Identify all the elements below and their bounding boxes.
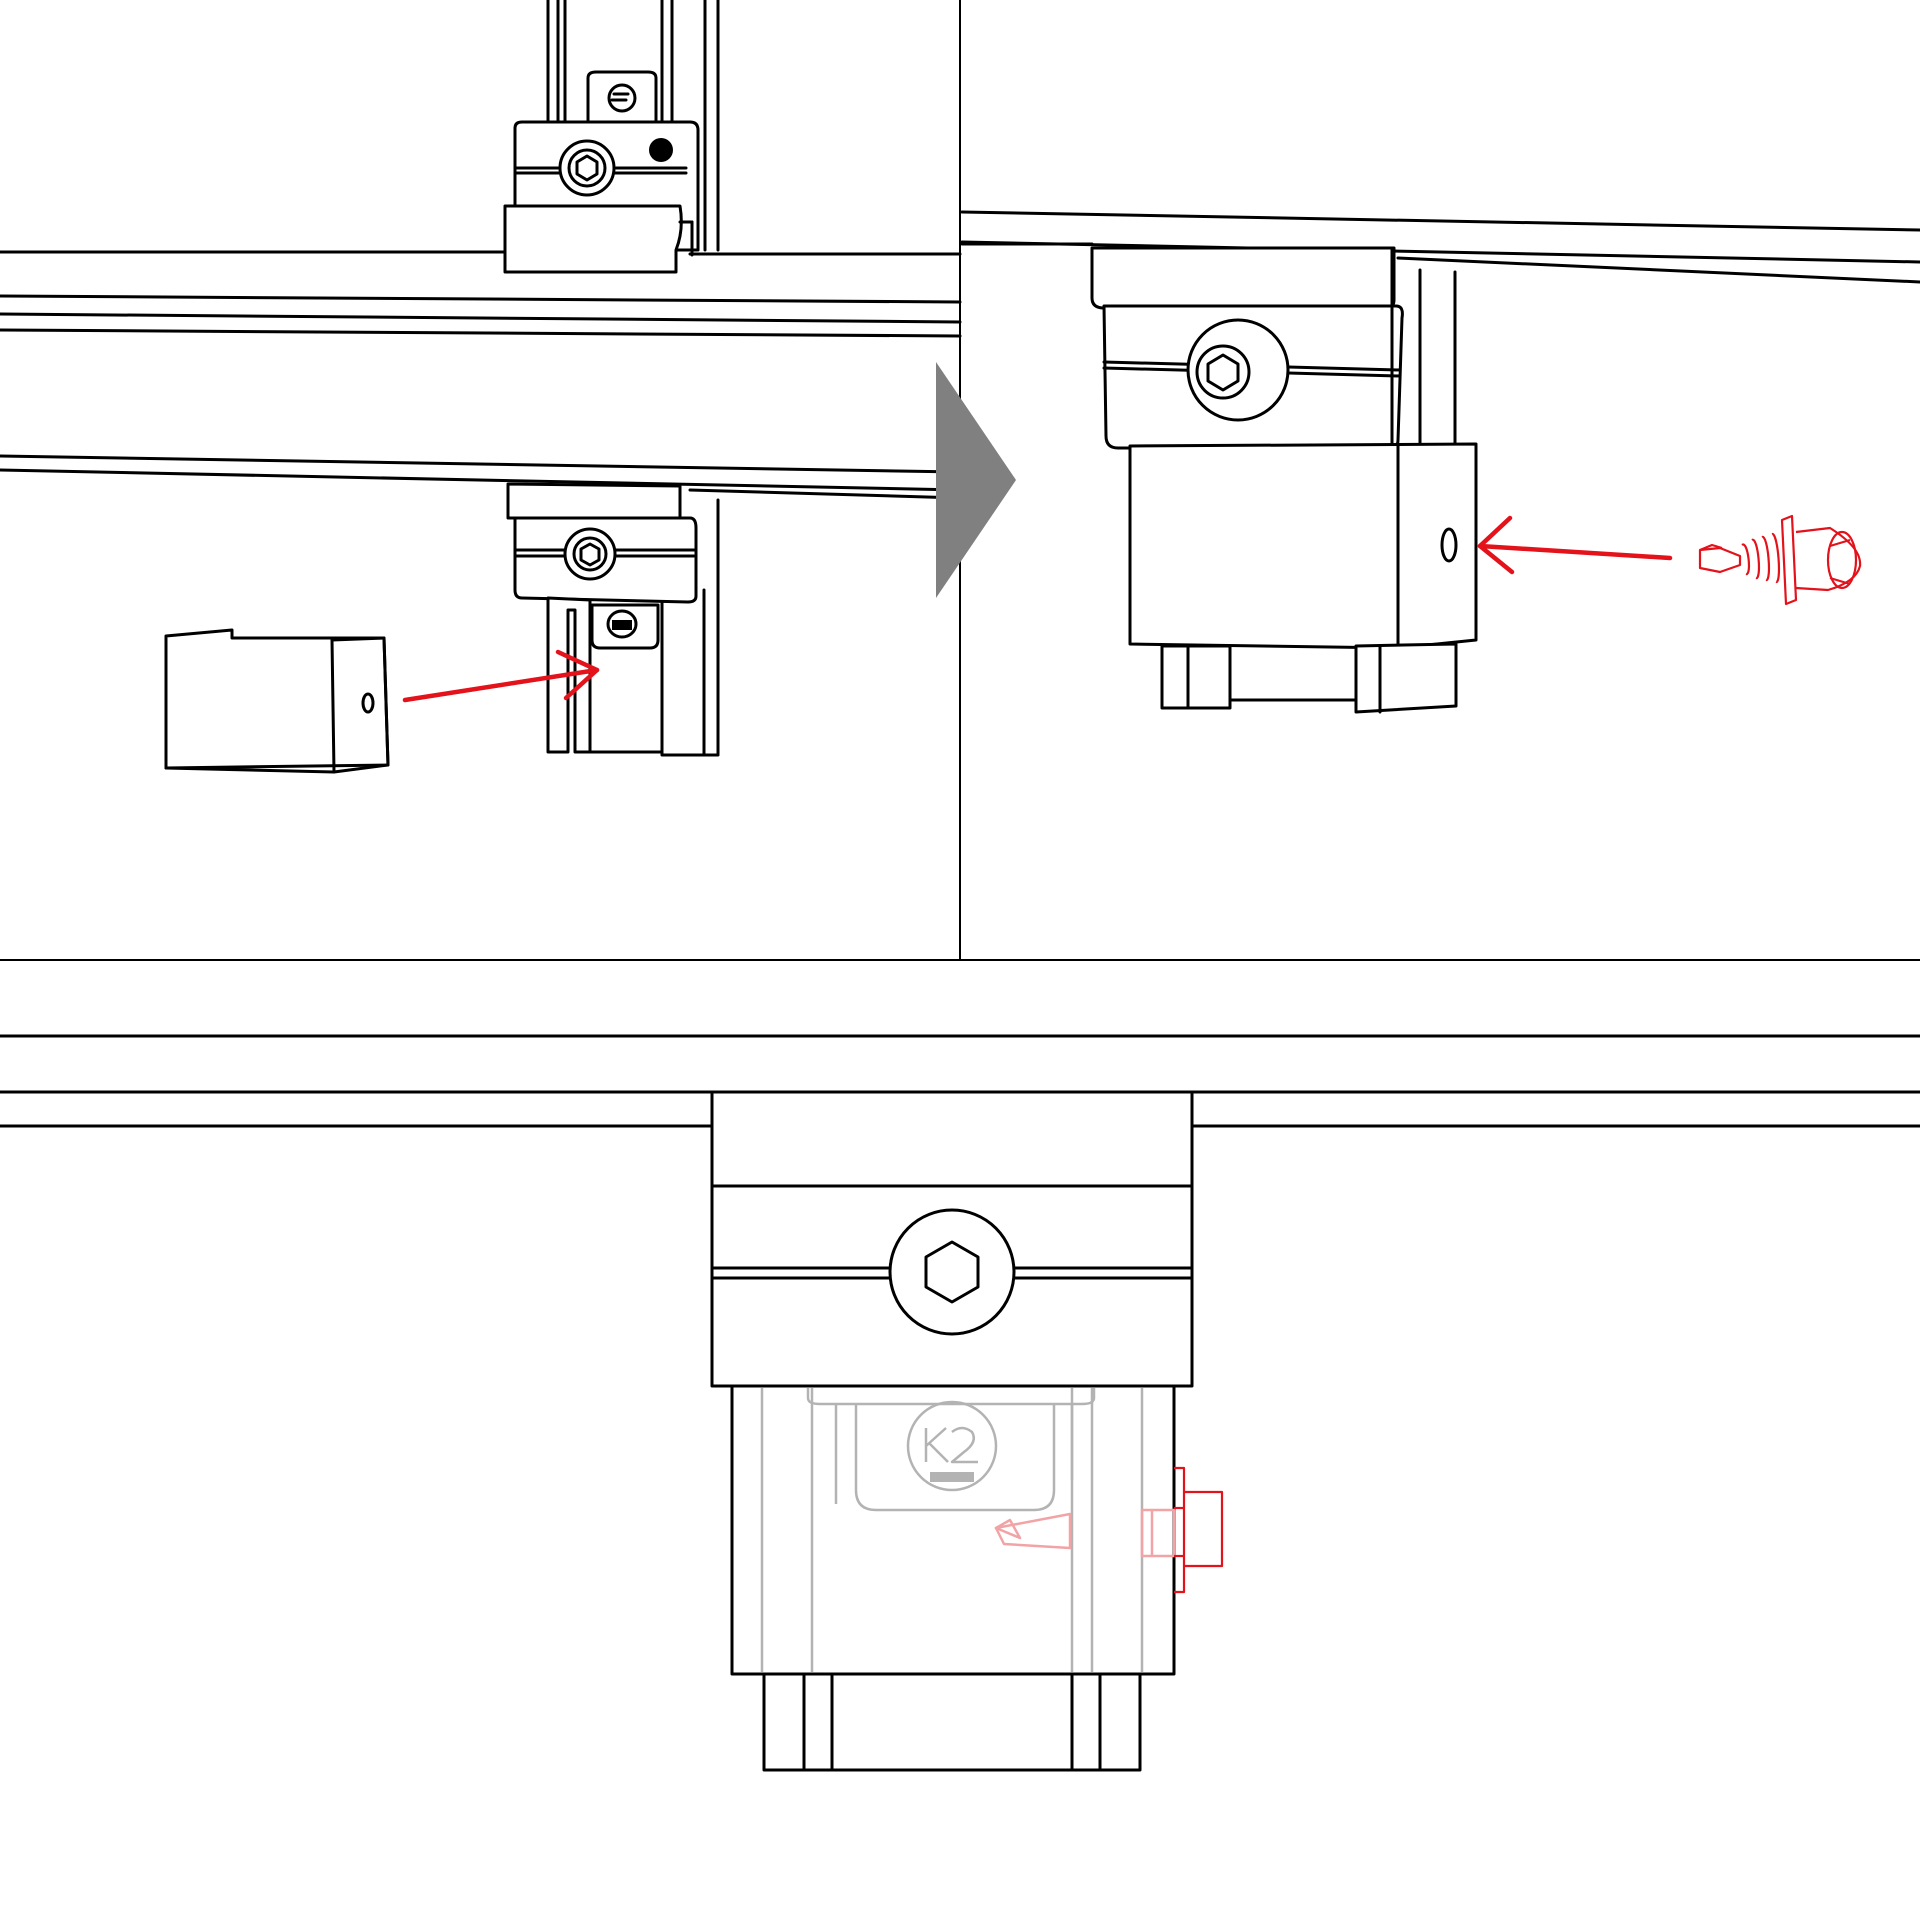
triangle-right-icon — [936, 362, 1016, 598]
self-drilling-screw-icon — [1698, 514, 1862, 606]
rail-panel-3 — [0, 1034, 1920, 1128]
clamp-panel-3 — [710, 1090, 1194, 1388]
horizontal-rail-upper — [0, 250, 962, 338]
rail-end-panel-2 — [1160, 642, 1458, 714]
rail-panel-2 — [960, 210, 1920, 284]
clamp-panel-2 — [1090, 246, 1457, 450]
end-cap-installed — [1128, 442, 1478, 650]
panel-step-1 — [0, 0, 962, 774]
k2-logo-icon — [906, 1400, 998, 1492]
horizontal-rail-lower — [0, 454, 962, 500]
hex-socket-bolt-icon — [924, 1240, 980, 1304]
clamp-bottom — [506, 482, 698, 604]
end-cap-loose — [164, 628, 390, 774]
panel-step-2 — [960, 210, 1920, 714]
panel-step-3 — [0, 1034, 1920, 1772]
step-arrow — [936, 362, 1016, 598]
insertion-arrow — [402, 649, 600, 703]
screw-head-installed — [1174, 1466, 1224, 1594]
clamp-top — [503, 70, 700, 274]
vertical-rail-bottom — [546, 498, 720, 757]
screw-arrow — [1477, 515, 1673, 575]
end-cap-panel-3 — [730, 1384, 1224, 1676]
vertical-rail-top — [546, 0, 720, 252]
hidden-lines — [760, 1388, 1144, 1672]
rail-end-panel-3 — [762, 1672, 1142, 1772]
